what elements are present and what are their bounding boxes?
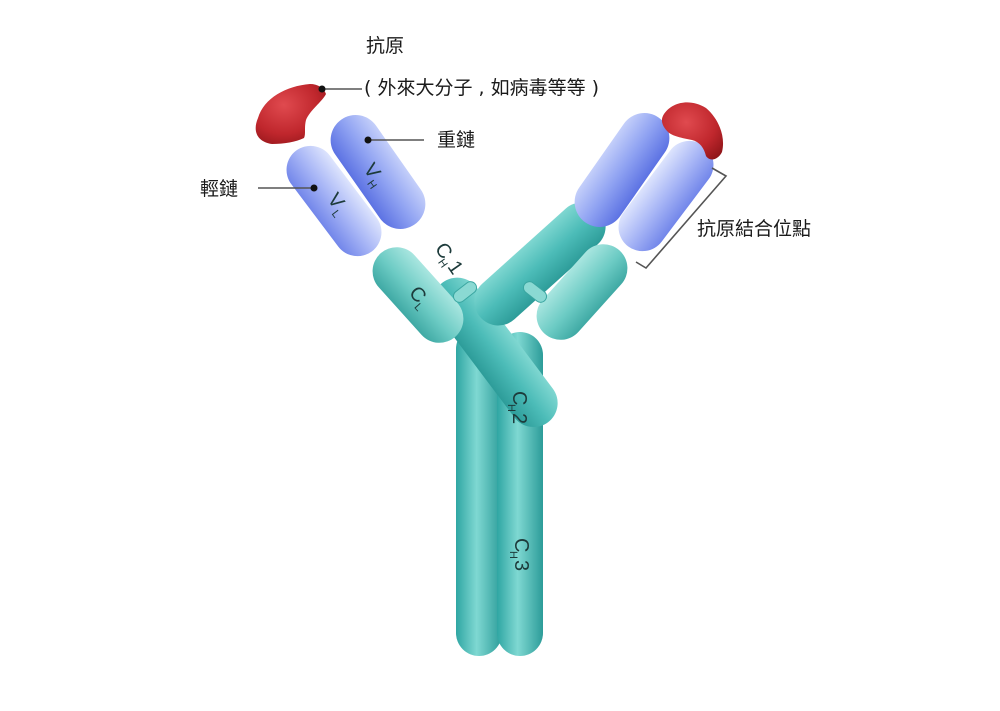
leader-dots (310, 85, 372, 192)
ch2-letter: C (508, 391, 530, 405)
right-arm (474, 102, 724, 340)
antigen-label: 抗原 (366, 35, 405, 57)
left-vh-domain (330, 115, 426, 229)
heavy-chain-label: 重鏈 (437, 129, 476, 151)
right-cl-domain (536, 244, 628, 340)
ch3-number: 3 (510, 560, 532, 571)
ch2-subscript: H (505, 404, 517, 412)
leader-lines (258, 88, 728, 270)
right-ch1-domain (474, 202, 606, 326)
left-vl-domain (286, 145, 382, 257)
right-hinge-bridge (522, 281, 548, 303)
left-hinge-bridge (452, 281, 478, 303)
binding-site-bracket (635, 167, 728, 270)
left-ch1-domain (433, 277, 558, 428)
antigen-examples-label: ( 外來大分子 , 如病毒等等 ) (364, 77, 600, 99)
light-chain-dot (310, 184, 318, 192)
left-arm (255, 84, 558, 428)
heavy-chain-dot (364, 136, 372, 144)
ch3-letter: C (510, 538, 532, 552)
left-cl-domain (372, 247, 464, 343)
stem-left (456, 326, 502, 656)
ch2-number: 2 (508, 413, 530, 424)
ch3-subscript: H (507, 551, 519, 559)
right-vl-domain (618, 140, 714, 252)
right-antigen (661, 102, 724, 160)
left-antigen (255, 84, 326, 144)
light-chain-label: 輕鏈 (200, 178, 239, 200)
binding-site-label: 抗原結合位點 (697, 218, 812, 240)
right-vh-domain (574, 113, 670, 227)
antigen-dot (318, 85, 326, 93)
